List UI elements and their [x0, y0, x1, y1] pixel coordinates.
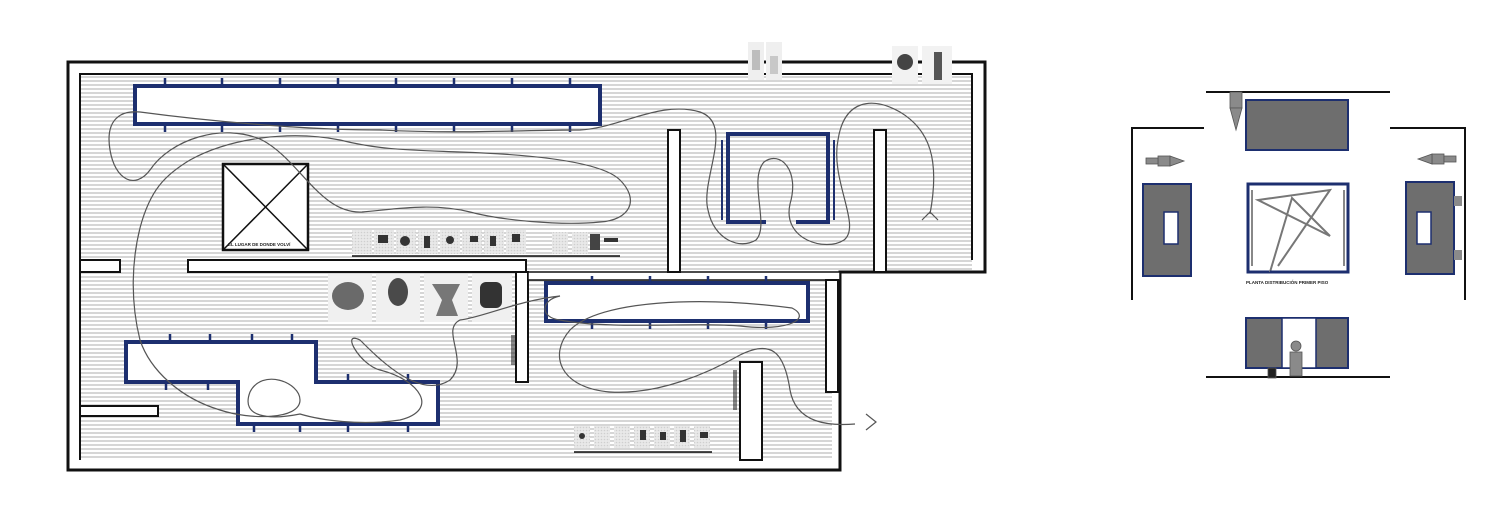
display-top — [133, 78, 602, 132]
central-display: PLANTA DISTRIBUCIÓN PRIMER PISO — [1246, 182, 1350, 285]
plaza-blocks — [1142, 99, 1455, 369]
interior-walls — [79, 129, 887, 461]
wall-fixtures-right — [1454, 196, 1462, 260]
thumbnail-row-upper — [352, 230, 620, 257]
left-block-window — [1163, 211, 1179, 245]
thumbnail-group-top-right — [892, 46, 952, 84]
route-arrow-icon — [865, 211, 939, 431]
plaza-distribution-plan: PLANTA DISTRIBUCIÓN PRIMER PISO — [1131, 91, 1466, 379]
thumbnail-row-bottom — [574, 426, 712, 453]
visitor-figure-icon — [1145, 91, 1457, 379]
cross-box-icon: EL LUGAR DE DONDE VOLVÍ — [221, 162, 310, 252]
wall-fixtures — [511, 335, 737, 410]
artwork-thumbnails — [328, 42, 952, 453]
visitor-route — [108, 102, 935, 426]
display-u-shape — [721, 132, 835, 224]
plaza-label: PLANTA DISTRIBUCIÓN PRIMER PISO — [1246, 278, 1329, 285]
thumbnail-group-top-left — [748, 42, 782, 80]
thumbnail-row-large — [328, 274, 512, 322]
display-stepped — [124, 334, 440, 432]
room-label: EL LUGAR DE DONDE VOLVÍ — [228, 240, 291, 247]
outer-wall — [66, 60, 987, 472]
main-gallery-plan: EL LUGAR DE DONDE VOLVÍ — [66, 42, 987, 472]
right-block-window — [1416, 211, 1432, 245]
